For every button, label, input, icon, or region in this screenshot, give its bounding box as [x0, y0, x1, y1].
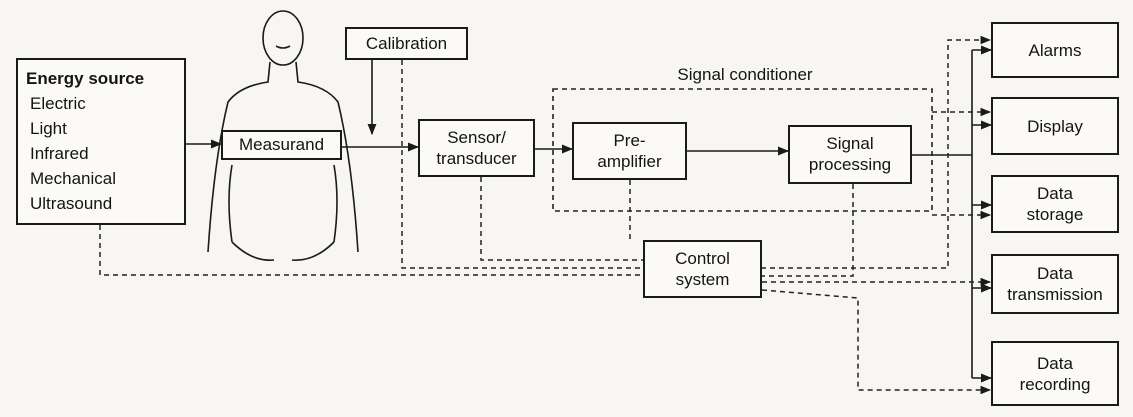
signal-conditioner-label: Signal conditioner [677, 65, 813, 84]
measurand-box: Measurand [221, 130, 342, 160]
energy-source-title: Energy source [26, 69, 145, 88]
energy-source-item: Mechanical [30, 169, 116, 188]
energy-source-box: Energy source Electric Light Infrared Me… [16, 58, 186, 225]
energy-source-item: Infrared [30, 144, 89, 163]
alarms-box: Alarms [991, 22, 1119, 78]
signal-processing-label: Signal processing [808, 134, 892, 174]
sensor-transducer-label: Sensor/ transducer [436, 128, 517, 168]
data-recording-label: Data recording [1019, 354, 1091, 394]
display-box: Display [991, 97, 1119, 155]
energy-source-item: Light [30, 119, 67, 138]
measurand-label: Measurand [238, 135, 325, 154]
energy-source-item: Ultrasound [30, 194, 113, 213]
control-system-box: Control system [643, 240, 762, 298]
control-system-label: Control system [675, 249, 730, 289]
preamplifier-label: Pre- amplifier [597, 131, 662, 171]
data-storage-label: Data storage [1026, 184, 1084, 224]
signal-processing-box: Signal processing [788, 125, 912, 184]
data-storage-box: Data storage [991, 175, 1119, 233]
calibration-box: Calibration [345, 27, 468, 60]
sensor-transducer-box: Sensor/ transducer [418, 119, 535, 177]
data-recording-box: Data recording [991, 341, 1119, 406]
human-body-figure [207, 10, 359, 261]
signal-conditioner-region [552, 88, 933, 212]
alarms-label: Alarms [1028, 41, 1082, 60]
data-transmission-label: Data transmission [1007, 264, 1103, 304]
energy-source-item: Electric [30, 94, 86, 113]
calibration-label: Calibration [365, 34, 448, 53]
data-transmission-box: Data transmission [991, 254, 1119, 314]
display-label: Display [1027, 117, 1083, 136]
preamplifier-box: Pre- amplifier [572, 122, 687, 180]
